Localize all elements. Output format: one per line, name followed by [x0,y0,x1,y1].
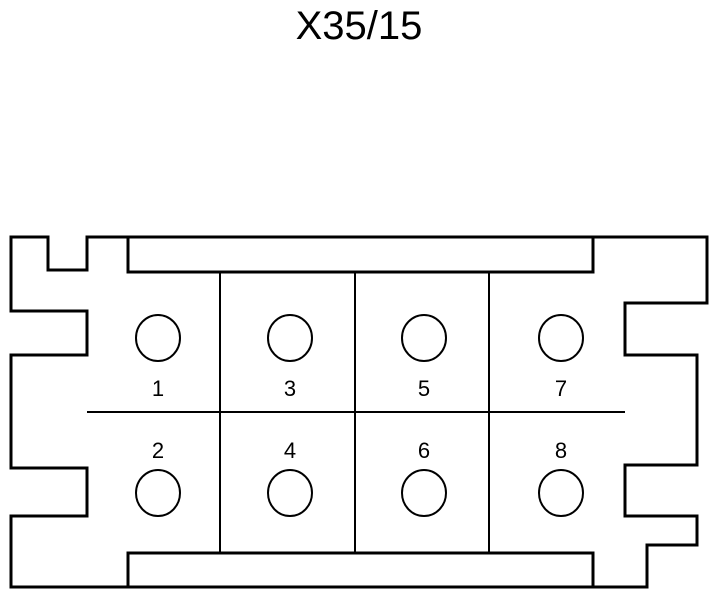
pin-contact-circle [135,469,181,517]
pin-contact-circle [401,314,447,362]
bottom-latch-bar [126,551,595,589]
pin-contact-circle [401,469,447,517]
pin-5: 5 [401,314,447,401]
pin-label: 5 [418,376,430,401]
pin-2: 2 [135,438,181,517]
pin-contact-circle [267,314,313,362]
pin-contact-circle [135,314,181,362]
pin-label: 1 [152,376,164,401]
pin-3: 3 [267,314,313,401]
pin-4: 4 [267,438,313,517]
pin-label: 7 [555,376,567,401]
pin-contact-circle [538,314,584,362]
pin-label: 6 [418,438,430,463]
pin-label: 2 [152,438,164,463]
pin-cavity-grid [87,272,625,553]
pin-1: 1 [135,314,181,401]
pin-8: 8 [538,438,584,517]
pin-label: 4 [284,438,296,463]
pin-contact-circle [538,469,584,517]
pin-label: 8 [555,438,567,463]
top-latch-bar [126,235,595,274]
pin-contact-circle [267,469,313,517]
pin-6: 6 [401,438,447,517]
pin-label: 3 [284,376,296,401]
pin-7: 7 [538,314,584,401]
connector-title: X35/15 [295,4,423,48]
